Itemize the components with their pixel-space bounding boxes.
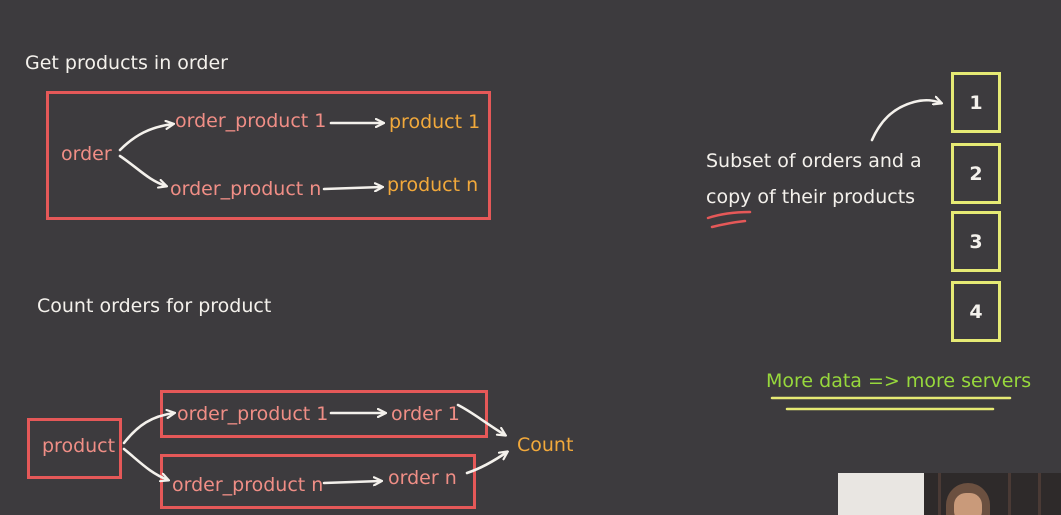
copy-underline-1 [706, 210, 752, 220]
server-2: 2 [951, 143, 1001, 204]
node-order-product-n: order_product n [170, 178, 322, 200]
arrow-opn-to-productn [322, 187, 382, 189]
webcam-slat [1038, 473, 1041, 515]
arrow-to-server-1 [870, 100, 941, 142]
presenter-face [954, 493, 982, 515]
server-4-label: 4 [969, 300, 983, 323]
arrow-order-to-op1 [118, 124, 173, 152]
section-title-count-orders: Count orders for product [37, 295, 272, 317]
subset-note-copy-word: copy [706, 186, 752, 208]
arrow-ordern-to-count [465, 452, 507, 475]
node-order: order [61, 143, 112, 165]
server-4: 4 [951, 281, 1001, 342]
arrow-product-to-op1 [122, 413, 174, 445]
node-count: Count [517, 434, 574, 456]
node-order-product-1-b: order_product 1 [177, 403, 329, 425]
subset-note-line1: Subset of orders and a [706, 150, 922, 172]
server-3: 3 [951, 211, 1001, 272]
arrow-order-to-opn [118, 154, 166, 186]
more-data-note: More data => more servers [766, 370, 1032, 392]
order-flow-box [46, 91, 491, 220]
subset-note-line2: copy of their products [706, 186, 915, 208]
server-1: 1 [951, 72, 1001, 133]
subset-note-rest: of their products [751, 186, 916, 208]
webcam-slat [1008, 473, 1011, 515]
arrow-product-to-opn [122, 447, 168, 480]
arrow-order1-to-count [456, 403, 505, 435]
webcam-overlay [838, 473, 1061, 515]
server-2-label: 2 [969, 162, 983, 185]
node-product-n: product n [387, 174, 479, 196]
section-title-get-products: Get products in order [25, 52, 228, 74]
node-order-n: order n [388, 467, 457, 489]
webcam-slat [938, 473, 941, 515]
node-product: product [42, 435, 116, 457]
arrow-opn-to-ordern [322, 481, 381, 483]
product-box [27, 418, 122, 479]
node-order-product-n-b: order_product n [172, 474, 324, 496]
copy-underline-2 [710, 219, 747, 229]
server-1-label: 1 [969, 91, 983, 114]
node-order-product-1: order_product 1 [175, 110, 327, 132]
server-3-label: 3 [969, 230, 983, 253]
node-product-1: product 1 [389, 111, 481, 133]
node-order-1: order 1 [391, 403, 460, 425]
order-product-1-box [160, 390, 488, 438]
